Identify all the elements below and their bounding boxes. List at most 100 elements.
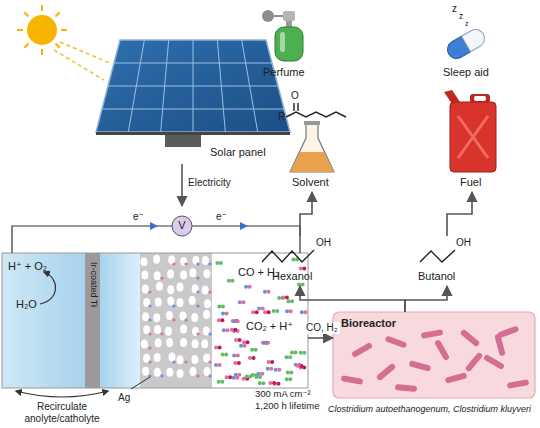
drawing-ellipse xyxy=(202,285,209,294)
drawing-rect xyxy=(333,312,535,398)
drawing-ellipse xyxy=(142,367,149,376)
drawing-ellipse xyxy=(153,313,160,322)
drawing-circle xyxy=(300,364,304,368)
drawing-circle xyxy=(262,10,274,22)
drawing-circle xyxy=(277,368,281,372)
drawing-circle xyxy=(263,310,267,314)
drawing-circle xyxy=(196,276,199,279)
drawing-circle xyxy=(230,328,234,332)
drawing-line xyxy=(114,63,272,64)
fuel-icon xyxy=(444,90,496,172)
node-label: H₂O xyxy=(16,298,37,311)
electrolyzer-drawing xyxy=(2,216,308,397)
node-label: OH xyxy=(316,237,331,249)
drawing-polygon xyxy=(96,40,290,132)
drawing-circle xyxy=(294,350,298,354)
drawing-ellipse xyxy=(154,271,161,280)
drawing-rect xyxy=(421,329,444,339)
drawing-circle xyxy=(184,318,187,321)
drawing-circle xyxy=(246,340,250,344)
drawing-circle xyxy=(217,380,221,384)
drawing-circle xyxy=(196,304,199,307)
drawing-ellipse xyxy=(192,339,199,348)
drawing-rect xyxy=(460,329,481,348)
drawing-ellipse xyxy=(142,312,149,321)
drawing-circle xyxy=(148,290,151,293)
drawing-line xyxy=(55,43,59,47)
drawing-circle xyxy=(257,372,261,376)
drawing-circle xyxy=(215,261,219,265)
drawing-rect xyxy=(376,363,397,382)
drawing-rect xyxy=(2,253,85,388)
drawing-circle xyxy=(285,296,289,300)
drawing-circle xyxy=(27,15,57,45)
drawing-circle xyxy=(263,290,267,294)
drawing-path xyxy=(290,124,334,172)
drawing-circle xyxy=(225,328,229,332)
annotation-label: e⁻ xyxy=(133,211,144,223)
drawing-rect xyxy=(483,354,505,370)
annotation-label: z xyxy=(465,20,469,28)
drawing-line xyxy=(61,29,67,31)
drawing-circle xyxy=(224,352,228,356)
drawing-line xyxy=(102,109,284,110)
drawing-rect xyxy=(507,379,530,389)
drawing-ellipse xyxy=(189,296,196,305)
drawing-circle xyxy=(248,356,252,360)
drawing-circle xyxy=(267,290,271,294)
drawing-path xyxy=(444,90,460,104)
drawing-circle xyxy=(238,338,242,342)
solvent-icon xyxy=(290,121,334,172)
drawing-polyline xyxy=(420,250,455,262)
drawing-circle xyxy=(276,382,280,386)
drawing-circle xyxy=(160,276,163,279)
drawing-rect xyxy=(351,342,373,358)
drawing-circle xyxy=(267,310,271,314)
drawing-circle xyxy=(245,374,249,378)
drawing-g xyxy=(341,325,530,392)
drawing-ellipse xyxy=(141,257,148,266)
node-label: CO₂ + H⁺ xyxy=(246,320,293,333)
drawing-circle xyxy=(302,266,306,270)
drawing-circle xyxy=(258,375,262,379)
drawing-circle xyxy=(232,353,236,357)
drawing-ellipse xyxy=(203,269,210,278)
drawing-circle xyxy=(267,360,271,364)
drawing-ellipse xyxy=(155,298,162,307)
drawing-circle xyxy=(227,279,231,283)
drawing-circle xyxy=(231,279,235,283)
drawing-circle xyxy=(281,296,285,300)
drawing-circle xyxy=(302,351,306,355)
drawing-circle xyxy=(285,377,289,381)
drawing-circle xyxy=(217,305,221,309)
drawing-ellipse xyxy=(189,268,196,277)
flow-arrow xyxy=(300,192,312,236)
drawing-circle xyxy=(148,360,151,363)
drawing-circle xyxy=(273,382,277,386)
drawing-circle xyxy=(299,351,303,355)
drawing-path xyxy=(40,272,56,304)
product-icon: Perfume xyxy=(255,2,325,82)
drawing-line xyxy=(131,377,150,389)
drawing-ellipse xyxy=(204,299,211,308)
annotation-label: O xyxy=(291,90,299,102)
drawing-circle xyxy=(225,375,229,379)
drawing-circle xyxy=(214,345,218,349)
drawing-circle xyxy=(184,360,187,363)
drawing-circle xyxy=(196,290,199,293)
drawing-circle xyxy=(236,319,240,323)
drawing-ellipse xyxy=(192,256,199,265)
drawing-circle xyxy=(238,300,242,304)
annotation-label: R xyxy=(278,111,285,123)
drawing-circle xyxy=(219,261,223,265)
drawing-rect xyxy=(280,32,285,52)
drawing-ellipse xyxy=(142,285,149,294)
node-label: Clostridium autoethanogenum, Clostridium… xyxy=(328,404,534,414)
drawing-ellipse xyxy=(177,355,184,364)
drawing-line xyxy=(41,49,43,55)
solar-panel: Solar panel xyxy=(92,36,297,164)
drawing-circle xyxy=(233,328,237,332)
drawing-circle xyxy=(254,375,258,379)
drawing-circle xyxy=(208,332,211,335)
drawing-ellipse xyxy=(156,282,163,291)
